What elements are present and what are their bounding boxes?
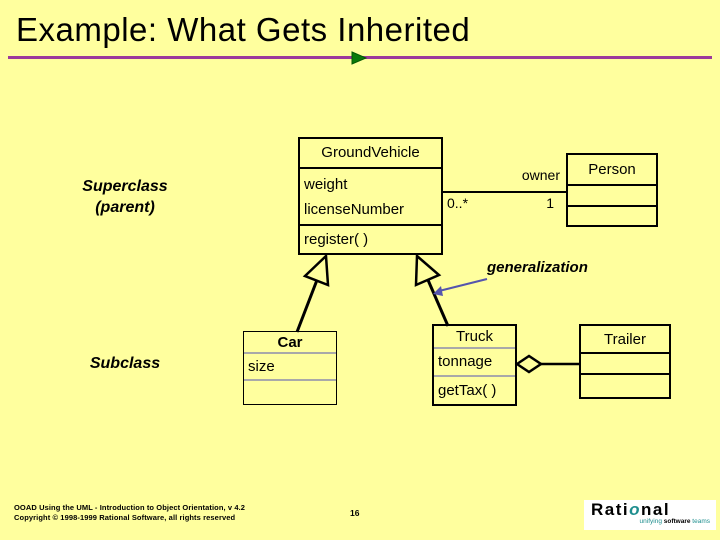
- rational-logo: Rational unifying software teams: [584, 500, 716, 530]
- class-box-trailer: Trailer: [579, 324, 671, 399]
- trailer-attributes-empty: [581, 352, 669, 373]
- multiplicity-person-end: 1: [546, 195, 554, 211]
- groundvehicle-attributes: weight licenseNumber: [300, 166, 441, 224]
- class-name-truck: Truck: [456, 328, 493, 345]
- page-number: 16: [350, 508, 360, 518]
- generalization-callout-arrowhead-icon: [433, 286, 443, 296]
- class-name-groundvehicle: GroundVehicle: [321, 144, 420, 162]
- attribute-size: size: [248, 358, 275, 375]
- class-box-groundvehicle: GroundVehicle weight licenseNumber regis…: [298, 137, 443, 255]
- superclass-label: Superclass (parent): [60, 176, 190, 218]
- class-box-car: Car size: [243, 331, 337, 405]
- truck-operations: getTax( ): [434, 375, 515, 404]
- footer-line1: OOAD Using the UML - Introduction to Obj…: [14, 503, 246, 512]
- generalization-line-car: [295, 279, 319, 333]
- car-operations-empty: [244, 379, 336, 404]
- class-box-person: Person: [566, 153, 658, 227]
- car-attributes: size: [244, 352, 336, 379]
- logo-o-glyph: o: [629, 500, 642, 519]
- generalization-arrowhead-truck-icon: [414, 253, 442, 287]
- truck-attributes: tonnage: [434, 347, 515, 375]
- generalization-line-truck: [426, 279, 450, 327]
- footer-credits: OOAD Using the UML - Introduction to Obj…: [14, 503, 245, 522]
- class-name-person: Person: [588, 161, 636, 178]
- association-role-owner: owner: [521, 167, 560, 183]
- logo-text-post: nal: [641, 500, 671, 519]
- groundvehicle-operations: register( ): [300, 224, 441, 253]
- trailer-operations-empty: [581, 373, 669, 397]
- class-name-trailer: Trailer: [604, 330, 646, 348]
- tagline-word-software: software: [663, 518, 691, 525]
- superclass-label-line1: Superclass: [82, 178, 168, 195]
- generalization-arrowhead-car-icon: [302, 253, 330, 287]
- generalization-label: generalization: [487, 259, 588, 276]
- person-attributes-empty: [568, 184, 656, 205]
- tagline-word-unifying: unifying: [639, 518, 662, 525]
- operation-register: register( ): [304, 231, 369, 248]
- generalization-callout-line: [438, 278, 488, 292]
- class-box-truck: Truck tonnage getTax( ): [432, 324, 517, 406]
- class-name-car: Car: [277, 333, 303, 351]
- aggregation-diamond-icon: [514, 354, 544, 374]
- footer-line2: Copyright © 1998-1999 Rational Software,…: [14, 512, 236, 522]
- logo-text-pre: Rati: [591, 500, 630, 519]
- superclass-label-line2: (parent): [95, 199, 155, 216]
- subclass-label: Subclass: [89, 355, 161, 372]
- attribute-weight: weight: [304, 175, 348, 193]
- person-operations-empty: [568, 205, 656, 225]
- attribute-tonnage: tonnage: [438, 353, 493, 370]
- tagline-word-teams: teams: [692, 518, 710, 525]
- slide-title: Example: What Gets Inherited: [16, 11, 471, 48]
- attribute-licensenumber: licenseNumber: [304, 200, 405, 218]
- rational-logo-wordmark: Rational: [584, 501, 716, 518]
- rational-logo-tagline: unifying software teams: [584, 518, 716, 526]
- operation-gettax: getTax( ): [438, 382, 497, 399]
- title-rule: [8, 56, 712, 59]
- multiplicity-vehicle-end: 0..*: [447, 195, 469, 211]
